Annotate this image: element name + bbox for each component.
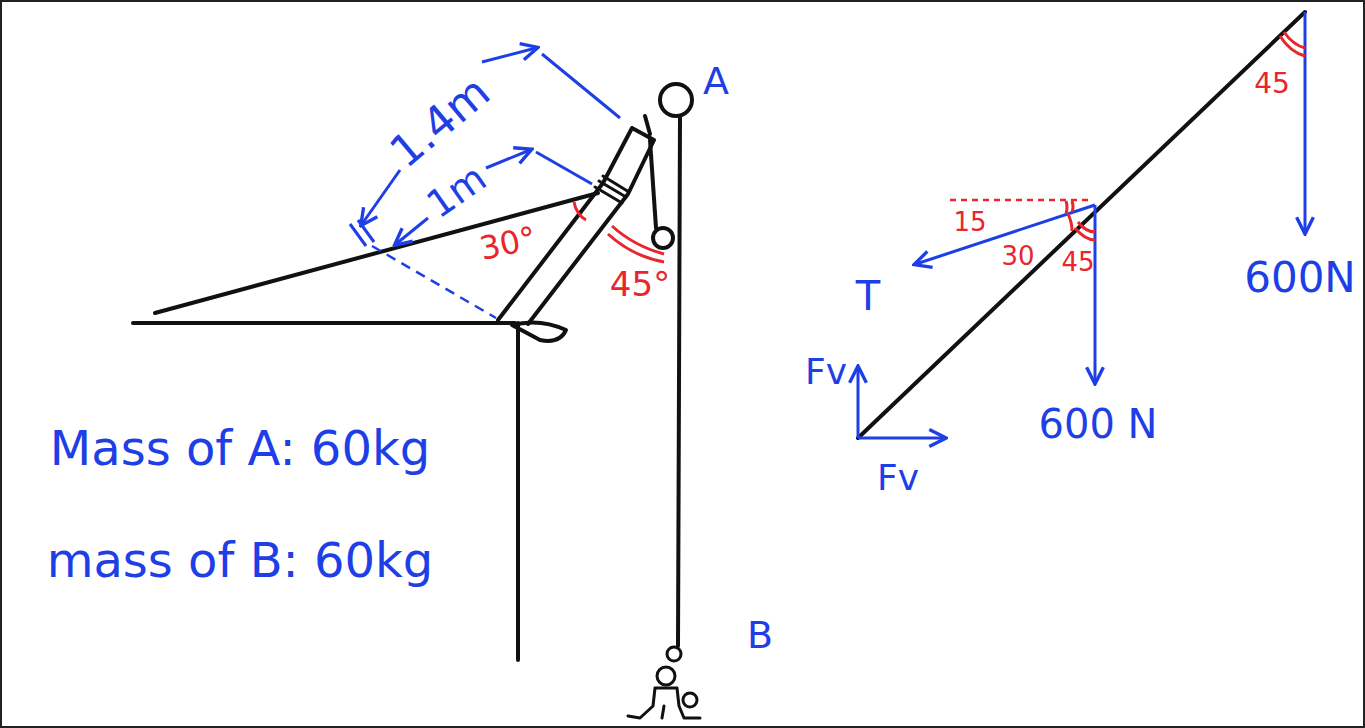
beam-line bbox=[858, 12, 1305, 438]
reference-dashed bbox=[950, 199, 1092, 202]
angle-arc bbox=[608, 226, 664, 262]
arm-a bbox=[650, 140, 656, 228]
head-a bbox=[660, 84, 692, 116]
mass-note: Mass of A: 60kg bbox=[50, 422, 430, 475]
rope bbox=[678, 116, 680, 646]
angle-arc bbox=[1068, 214, 1072, 231]
force-label: Fv bbox=[805, 352, 847, 392]
angle-arc bbox=[1280, 32, 1305, 56]
force-label: 600 N bbox=[1039, 402, 1158, 446]
hand-b2 bbox=[683, 693, 697, 707]
force-label: T bbox=[856, 274, 880, 318]
hand-b bbox=[667, 647, 681, 661]
dimension-tick bbox=[350, 220, 374, 246]
dimension-arrow bbox=[362, 170, 400, 224]
person-label: A bbox=[703, 61, 729, 103]
angle-label: 30° bbox=[477, 221, 540, 267]
dimension-dashed bbox=[372, 246, 496, 318]
angle-label: 45 bbox=[1061, 248, 1094, 277]
angle-label: 45° bbox=[610, 266, 670, 303]
cable bbox=[155, 193, 598, 313]
person-label: B bbox=[747, 615, 773, 657]
extension-line bbox=[542, 54, 620, 118]
angle-label: 30 bbox=[1001, 242, 1034, 271]
dimension-arrow bbox=[482, 48, 536, 62]
angle-arc bbox=[1075, 222, 1095, 240]
dimension-arrow bbox=[486, 150, 530, 168]
dimension-label: 1m bbox=[420, 157, 494, 226]
force-arrow bbox=[1304, 12, 1307, 232]
force-label: 600N bbox=[1244, 255, 1356, 301]
harness-strap bbox=[595, 176, 629, 203]
angle-label: 15 bbox=[953, 208, 986, 237]
mass-note: mass of B: 60kg bbox=[47, 534, 434, 587]
dimension-arrow bbox=[396, 218, 428, 244]
angle-arc bbox=[1066, 201, 1073, 214]
ledge bbox=[133, 323, 518, 660]
body-b bbox=[628, 688, 700, 718]
angle-label: 45 bbox=[1254, 69, 1290, 100]
hand-a bbox=[653, 228, 673, 248]
dimension-label: 1.4m bbox=[381, 67, 499, 177]
extension-line bbox=[536, 152, 592, 184]
angle-arc bbox=[574, 202, 586, 220]
head-b bbox=[657, 667, 675, 685]
force-arrow bbox=[858, 437, 944, 440]
foot-a bbox=[512, 322, 566, 340]
force-arrow bbox=[857, 368, 860, 438]
force-label: Fv bbox=[877, 458, 919, 498]
